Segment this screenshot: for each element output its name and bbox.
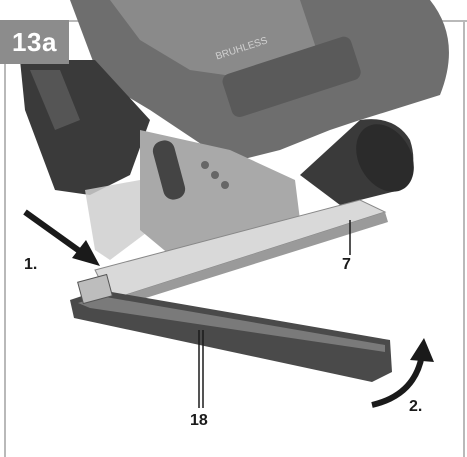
lever [152,140,186,200]
base-plate-edge [110,212,388,308]
housing-highlight [110,0,320,80]
frame-left-line [4,64,6,457]
callout-step-2: 2. [409,398,423,415]
step-1-arrow [23,209,100,266]
guide-clip [77,273,113,305]
adjust-dot-2 [211,171,219,179]
adjust-dot-1 [201,161,209,169]
housing-grip-panel [222,36,361,118]
dust-port-opening [356,124,414,192]
step-2-arrow [371,338,434,408]
front-housing-ribs [30,70,80,130]
frame-right-line [463,20,465,457]
figure-number-badge: 13a [0,20,69,64]
callout-part-7: 7 [342,256,351,273]
callout-part-18: 18 [190,412,208,429]
gearbox-plate [140,130,300,255]
blade-guard [85,180,150,260]
adjust-dot-3 [221,181,229,189]
callout-step-1: 1. [24,256,38,273]
guide-shoe-highlight [78,296,385,352]
